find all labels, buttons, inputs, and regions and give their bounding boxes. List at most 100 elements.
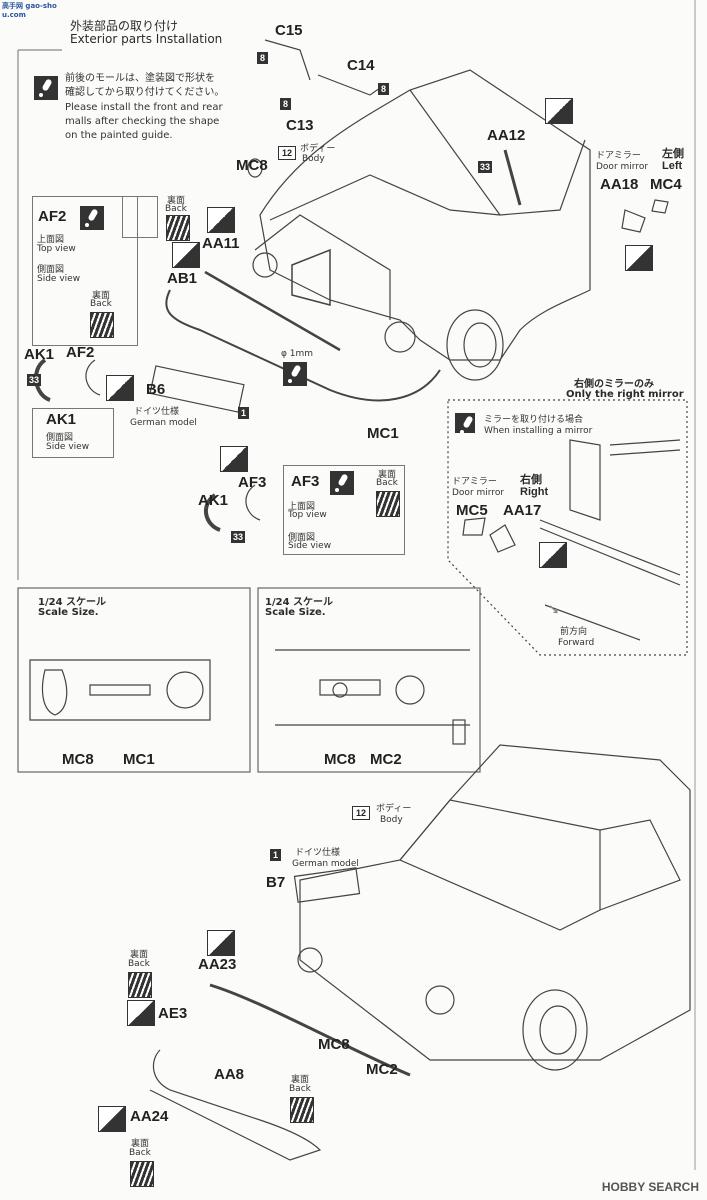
back-en: Back: [90, 299, 112, 309]
step-title-jp: 外装部品の取り付け: [70, 19, 179, 33]
part-aa23: AA23: [198, 956, 237, 973]
badge-12: 12: [352, 806, 370, 820]
badge-8: 8: [280, 98, 291, 110]
back-en: Back: [128, 959, 150, 969]
back-side-icon: [166, 215, 190, 241]
part-aa24: AA24: [130, 1108, 169, 1125]
forward-jp: 前方向: [560, 627, 588, 637]
watermark-footer: HOBBY SEARCH: [601, 1180, 699, 1194]
badge-33: 33: [478, 161, 492, 173]
side-view-jp: 側面図: [46, 433, 74, 443]
watermark-logo: 高手网 gao-shou.com: [2, 2, 57, 19]
badge-8: 8: [257, 52, 268, 64]
door-mirror-jp: ドアミラー: [596, 151, 641, 161]
back-side-icon: [130, 1161, 154, 1187]
back-side-icon: [128, 972, 152, 998]
part-af2: AF2: [66, 344, 95, 361]
german-model-jp: ドイツ仕様: [134, 407, 180, 417]
back-en: Back: [289, 1084, 311, 1094]
back-jp: 裏面: [131, 1139, 150, 1149]
part-aa12: AA12: [487, 127, 526, 144]
glue-icon: [207, 930, 235, 956]
back-jp: 裏面: [130, 950, 149, 960]
back-en: Back: [165, 204, 187, 214]
badge-8: 8: [378, 83, 389, 95]
glue-icon: [127, 1000, 155, 1026]
glue-icon: [220, 446, 248, 472]
part-mc8: MC8: [318, 1036, 350, 1053]
right-jp: 右側: [520, 473, 542, 486]
part-mc2: MC2: [370, 751, 402, 768]
part-aa11: AA11: [202, 235, 240, 252]
caution-icon: [455, 413, 475, 434]
side-view-jp: 側面図: [37, 265, 65, 275]
part-mc1: MC1: [367, 425, 399, 442]
install-mirror-en: When installing a mirror: [484, 426, 593, 436]
door-mirror-en: Door mirror: [452, 488, 505, 498]
glue-icon: [98, 1106, 126, 1132]
part-af3: AF3: [291, 473, 320, 490]
part-aa17: AA17: [503, 502, 542, 519]
top-view-jp: 上面図: [288, 502, 316, 512]
body-label-jp: ボディー: [376, 804, 412, 814]
top-view-jp: 上面図: [37, 235, 65, 245]
part-c15: C15: [275, 22, 303, 39]
body-label-en: Body: [380, 815, 403, 825]
back-jp: 裏面: [378, 470, 397, 480]
scale-jp: 1/24 スケール: [38, 597, 107, 608]
part-mc8: MC8: [236, 157, 268, 174]
glue-icon: [545, 98, 573, 124]
part-ab1: AB1: [167, 270, 198, 287]
badge-1: 1: [238, 407, 249, 419]
part-ak1: AK1: [46, 411, 77, 428]
back-jp: 裏面: [167, 196, 186, 206]
part-mc2: MC2: [366, 1061, 398, 1078]
part-af3: AF3: [238, 474, 267, 491]
scale-en: Scale Size.: [38, 607, 99, 618]
note-en-3: on the painted guide.: [65, 130, 173, 141]
door-mirror-jp: ドアミラー: [452, 477, 497, 487]
badge-33: 33: [231, 531, 245, 543]
side-view-en: Side view: [288, 541, 332, 551]
badge-1: 1: [270, 849, 281, 861]
caution-icon: [80, 206, 104, 230]
german-model-en: German model: [292, 859, 359, 869]
glue-icon: [106, 375, 134, 401]
glue-icon: [207, 207, 235, 233]
caution-icon: [330, 471, 354, 495]
install-mirror-jp: ミラーを取り付ける場合: [484, 415, 584, 425]
left-en: Left: [662, 160, 683, 172]
af3-detail-box: [283, 465, 405, 555]
part-af2: AF2: [38, 208, 67, 225]
right-en: Right: [520, 486, 549, 498]
part-mc1: MC1: [123, 751, 155, 768]
part-mc8: MC8: [62, 751, 94, 768]
glue-icon: [539, 542, 567, 568]
german-model-en: German model: [130, 418, 197, 428]
drill-size: φ 1mm: [281, 349, 314, 359]
part-mc5: MC5: [456, 502, 488, 519]
body-label-jp: ボディー: [300, 144, 336, 154]
part-mc8: MC8: [324, 751, 356, 768]
back-side-icon: [90, 312, 114, 338]
drill-icon: [283, 362, 307, 386]
part-c13: C13: [286, 117, 314, 134]
part-b7: B7: [266, 874, 286, 891]
part-ae3: AE3: [158, 1005, 188, 1022]
part-ak1: AK1: [198, 492, 229, 509]
badge-12: 12: [278, 146, 296, 160]
ak1-detail-box: [32, 408, 114, 458]
forward-arrow-icon: ➘: [548, 602, 560, 618]
scale-en: Scale Size.: [265, 607, 326, 618]
badge-33: 33: [27, 374, 41, 386]
part-mc4: MC4: [650, 176, 682, 193]
forward-en: Forward: [558, 638, 595, 648]
back-side-icon: [290, 1097, 314, 1123]
back-jp: 裏面: [291, 1075, 310, 1085]
side-view-en: Side view: [37, 274, 81, 284]
glue-icon: [172, 242, 200, 268]
part-aa8: AA8: [214, 1066, 245, 1083]
back-jp: 裏面: [92, 291, 111, 301]
af2-detail-box: [32, 196, 138, 346]
